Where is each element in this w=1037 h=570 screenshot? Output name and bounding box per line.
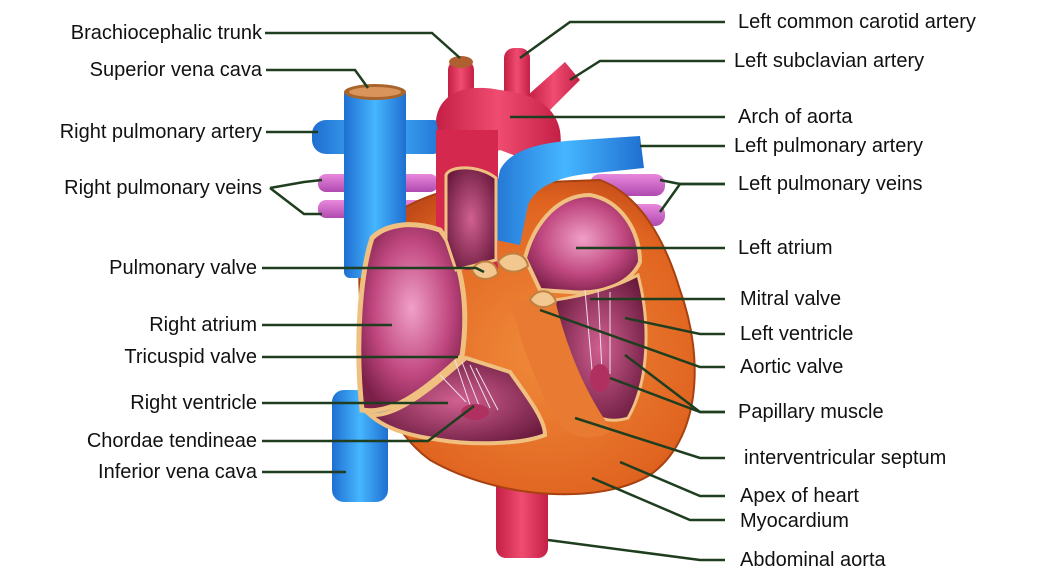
label-mitral-valve: Mitral valve xyxy=(740,287,841,311)
label-abdominal-aorta: Abdominal aorta xyxy=(740,548,886,570)
label-pulmonary-valve: Pulmonary valve xyxy=(109,256,257,280)
label-tricuspid-valve: Tricuspid valve xyxy=(124,345,257,369)
label-left-atrium: Left atrium xyxy=(738,236,832,260)
label-right-pulmonary-artery: Right pulmonary artery xyxy=(60,120,262,144)
label-myocardium: Myocardium xyxy=(740,509,849,533)
label-right-ventricle: Right ventricle xyxy=(130,391,257,415)
label-arch-of-aorta: Arch of aorta xyxy=(738,105,853,129)
label-left-subclavian-artery: Left subclavian artery xyxy=(734,49,924,73)
label-chordae-tendineae: Chordae tendineae xyxy=(87,429,257,453)
label-right-pulmonary-veins: Right pulmonary veins xyxy=(64,176,262,200)
label-left-pulmonary-veins: Left pulmonary veins xyxy=(738,172,923,196)
label-brachiocephalic-trunk: Brachiocephalic trunk xyxy=(71,21,262,45)
label-right-atrium: Right atrium xyxy=(149,313,257,337)
label-left-pulmonary-artery: Left pulmonary artery xyxy=(734,134,923,158)
label-interventricular-septum: interventricular septum xyxy=(744,446,946,470)
label-left-common-carotid-artery: Left common carotid artery xyxy=(738,10,976,34)
aortic-valve-structure xyxy=(530,291,556,307)
label-superior-vena-cava: Superior vena cava xyxy=(90,58,262,82)
label-apex-of-heart: Apex of heart xyxy=(740,484,859,508)
label-papillary-muscle: Papillary muscle xyxy=(738,400,884,424)
label-left-ventricle: Left ventricle xyxy=(740,322,853,346)
label-inferior-vena-cava: Inferior vena cava xyxy=(98,460,257,484)
label-aortic-valve: Aortic valve xyxy=(740,355,843,379)
aortic-trunk-interior xyxy=(446,168,496,270)
